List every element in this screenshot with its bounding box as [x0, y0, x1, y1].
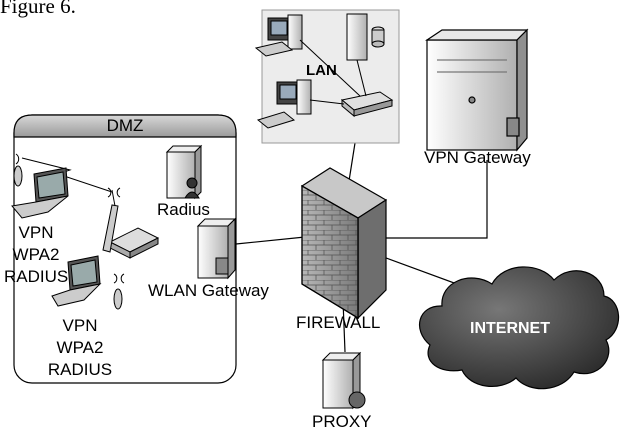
access-point [102, 189, 160, 259]
wlan-gateway-label: WLAN Gateway [148, 281, 269, 300]
laptop-1 [11, 167, 69, 219]
firewall-label: FIREWALL [296, 313, 381, 332]
lan-switch [340, 91, 394, 118]
lan-zone-title: LAN [306, 62, 337, 79]
internet-label: INTERNET [470, 320, 550, 337]
client2-label-wpa2: WPA2 [56, 338, 104, 357]
client1-label-wpa2: WPA2 [12, 245, 60, 264]
radius-label: Radius [157, 200, 210, 219]
internet-cloud [419, 266, 620, 390]
lan-pc-top [254, 14, 303, 57]
link-wlan-firewall [235, 236, 306, 245]
radius-server [165, 144, 203, 200]
vpn-gateway-server [425, 28, 529, 152]
client1-label-vpn: VPN [18, 223, 54, 242]
lan-pc-bottom [256, 79, 312, 129]
client1-label-radius: RADIUS [4, 267, 69, 286]
client2-label-vpn: VPN [62, 316, 98, 335]
lan-links [299, 39, 367, 105]
figure-caption: Figure 6. [0, 0, 76, 18]
laptop-2 [51, 255, 102, 307]
vpn-gateway-label: VPN Gateway [424, 148, 531, 167]
wlan-gateway-server [196, 217, 237, 280]
antennas [13, 165, 123, 310]
client2-label-radius: RADIUS [47, 360, 113, 379]
link-vpngw-firewall [380, 160, 488, 239]
lan-zone [254, 9, 400, 144]
proxy-server [321, 351, 366, 410]
lan-server [346, 13, 385, 61]
proxy-label: PROXY [312, 412, 372, 430]
dmz-zone-title: DMZ [106, 116, 144, 135]
firewall-wall [300, 167, 388, 320]
